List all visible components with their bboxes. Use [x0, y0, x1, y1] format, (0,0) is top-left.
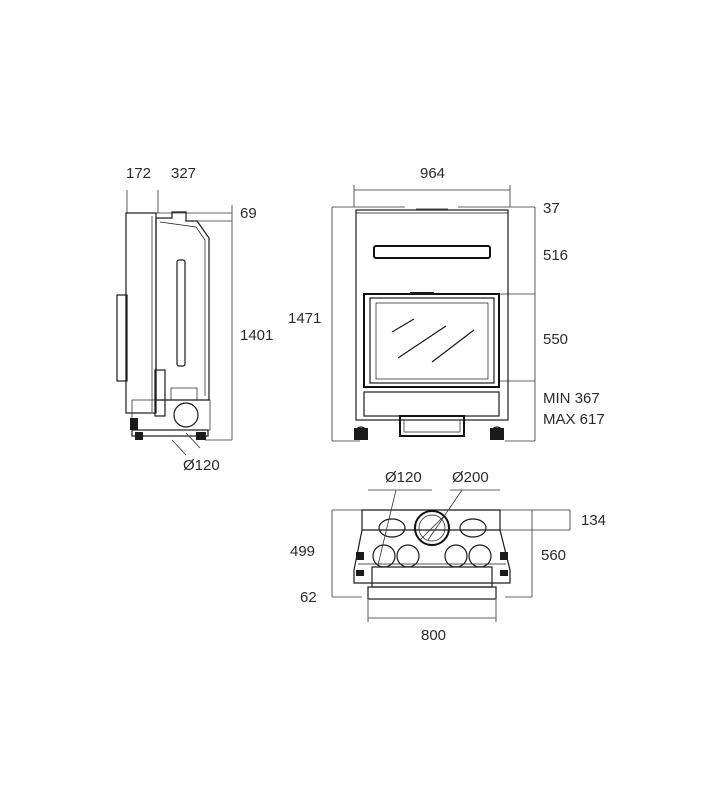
front-upper-height: 516	[543, 247, 568, 264]
front-view: 964 37 516 550 1471 MIN 367 MAX 617	[288, 165, 605, 442]
top-view: Ø120 Ø200 134 499 560 62 800	[290, 469, 606, 644]
top-base-width: 800	[421, 627, 446, 644]
side-outlet-diameter: Ø120	[183, 457, 220, 474]
side-depth-front: 172	[126, 165, 151, 182]
top-depth-left: 499	[290, 543, 315, 560]
top-front-offset: 62	[300, 589, 317, 606]
top-main-outlet: Ø200	[452, 469, 489, 486]
top-depth-right: 560	[541, 547, 566, 564]
side-view: 172 327 69 1401 Ø120	[116, 165, 273, 474]
top-outlet-offset: 134	[581, 512, 606, 529]
side-height: 1401	[240, 327, 273, 344]
front-legs-min: MIN 367	[543, 390, 600, 407]
front-width: 964	[420, 165, 445, 182]
front-top-offset: 37	[543, 200, 560, 217]
top-small-outlet: Ø120	[385, 469, 422, 486]
front-door-height: 550	[543, 331, 568, 348]
front-legs-max: MAX 617	[543, 411, 605, 428]
side-top-offset: 69	[240, 205, 257, 222]
side-depth-back: 327	[171, 165, 196, 182]
front-total-height: 1471	[288, 310, 321, 327]
